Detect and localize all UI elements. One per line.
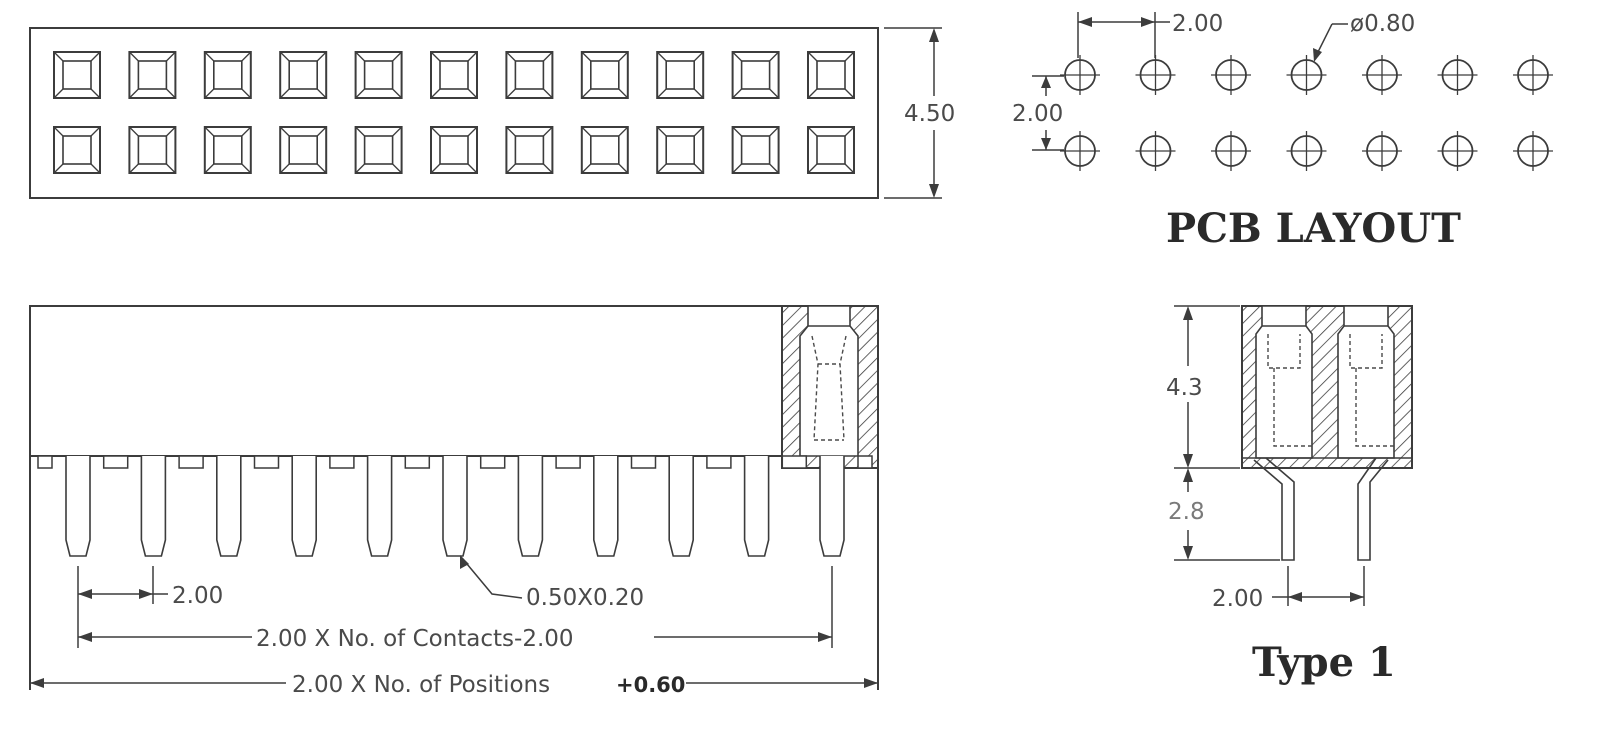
pcb-hole (1513, 55, 1553, 95)
type1-title: Type 1 (1252, 639, 1396, 686)
standoff (253, 455, 280, 469)
contact-cell (430, 126, 478, 174)
contact-cell (53, 51, 101, 99)
type1-body-height-dimension: 4.3 (1166, 305, 1240, 469)
pcb-pitch-x-dimension: 2.00 (1077, 11, 1223, 58)
type1-right-tail (1357, 457, 1389, 561)
contact-cell (505, 126, 554, 174)
contact-cell (580, 51, 629, 99)
hole-diameter-label: ø0.80 (1350, 11, 1415, 37)
pcb-pitch-y-dimension: 2.00 (1012, 75, 1064, 151)
type1-pitch-label: 2.00 (1212, 586, 1263, 612)
type1-pitch-dimension: 2.00 (1212, 566, 1365, 612)
contact-cell (279, 126, 328, 174)
pitch-y-label: 2.00 (1012, 101, 1063, 127)
pcb-hole (1286, 131, 1327, 171)
contact-cell (53, 126, 101, 174)
type1-tail-length-label: 2.8 (1168, 499, 1205, 525)
pin (668, 456, 694, 557)
side-view-body (29, 305, 783, 457)
contact-cell (128, 126, 177, 174)
type1-body-height-label: 4.3 (1166, 375, 1203, 401)
side-pitch-label: 2.00 (172, 583, 223, 609)
side-view-section (781, 305, 879, 469)
side-view: 2.00 0.50X0.20 2.00 X No. of Contacts-2.… (29, 305, 879, 698)
pcb-hole (1437, 55, 1478, 95)
pcb-hole (1513, 131, 1553, 171)
top-view-contact-grid (53, 51, 855, 174)
standoff (857, 455, 873, 469)
pcb-layout-title: PCB LAYOUT (1166, 205, 1461, 252)
positions-formula: 2.00 X No. of Positions (292, 672, 550, 698)
top-view: 4.50 (29, 27, 955, 199)
positions-suffix: +0.60 (616, 673, 685, 697)
pcb-hole (1135, 55, 1176, 95)
side-view-pins (37, 455, 873, 557)
pin (743, 456, 770, 557)
pin (819, 456, 845, 557)
pcb-hole (1211, 131, 1251, 171)
pin-size-label: 0.50X0.20 (526, 585, 644, 611)
standoff (37, 455, 53, 469)
type1-view: 4.3 2.8 2.00 Type 1 (1166, 305, 1413, 686)
pcb-hole (1437, 131, 1478, 171)
pin (65, 456, 91, 557)
height-label: 4.50 (904, 101, 955, 127)
pcb-hole (1060, 131, 1100, 171)
type1-left-tail (1253, 457, 1295, 561)
pcb-hole-grid (1060, 55, 1553, 171)
pcb-hole (1060, 55, 1100, 95)
contact-cell (354, 126, 403, 174)
contact-cell (807, 51, 855, 99)
pin-size-leader: 0.50X0.20 (460, 555, 644, 611)
contact-cell (430, 51, 478, 99)
contacts-dimension: 2.00 X No. of Contacts-2.00 (77, 566, 833, 652)
contact-cell (731, 126, 780, 174)
pcb-layout: 2.00 2.00 ø0.80 PCB LAYOUT (1012, 11, 1553, 252)
pin (291, 456, 317, 557)
positions-dimension: 2.00 X No. of Positions +0.60 (30, 672, 878, 698)
standoff (706, 455, 732, 469)
contact-cell (731, 51, 780, 99)
standoff (404, 455, 431, 469)
contact-cell (203, 126, 252, 174)
pcb-hole (1135, 131, 1176, 171)
contact-cell (807, 126, 855, 174)
standoff (178, 455, 204, 469)
contact-cell (203, 51, 252, 99)
contact-cell (580, 126, 629, 174)
pin (593, 456, 619, 557)
pin (517, 456, 544, 557)
pin (216, 456, 242, 557)
pcb-hole (1362, 131, 1402, 171)
pcb-hole (1286, 55, 1327, 95)
pitch-x-label: 2.00 (1172, 11, 1223, 37)
pin (442, 456, 468, 557)
type1-tail-length-dimension: 2.8 (1168, 468, 1280, 561)
standoff (781, 455, 808, 469)
side-pitch-dimension: 2.00 (77, 566, 223, 609)
pcb-hole (1362, 55, 1402, 95)
standoff (329, 455, 355, 469)
pcb-hole (1211, 55, 1251, 95)
standoff (630, 455, 657, 469)
contact-cell (656, 51, 705, 99)
top-view-height-dimension: 4.50 (884, 27, 955, 199)
contact-cell (128, 51, 177, 99)
contact-cell (656, 126, 705, 174)
standoff (555, 455, 581, 469)
standoff (102, 455, 129, 469)
top-view-body (29, 27, 879, 199)
contact-cell (279, 51, 328, 99)
contacts-formula: 2.00 X No. of Contacts-2.00 (256, 626, 574, 652)
hole-diameter-leader: ø0.80 (1313, 11, 1415, 62)
contact-cell (354, 51, 403, 99)
pin (140, 456, 167, 557)
contact-cell (505, 51, 554, 99)
pin (366, 456, 393, 557)
standoff (479, 455, 506, 469)
